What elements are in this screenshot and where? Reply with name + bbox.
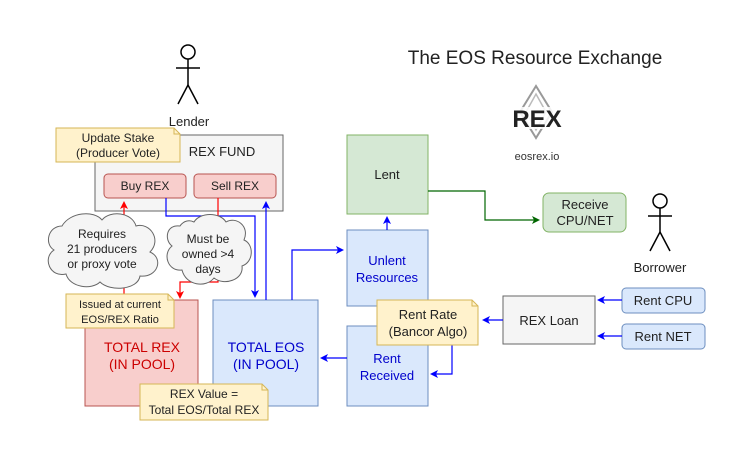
sell-rex-label: Sell REX bbox=[211, 179, 259, 193]
svg-text:days: days bbox=[195, 262, 220, 276]
lender-actor-icon bbox=[176, 44, 200, 105]
unlent-resources-box bbox=[346, 229, 429, 307]
borrower-actor-icon bbox=[648, 193, 672, 252]
unlent-label-1: Unlent bbox=[368, 253, 406, 268]
buy-rex-button[interactable] bbox=[103, 173, 187, 199]
issued-note: Issued at current EOS/REX Ratio bbox=[65, 293, 175, 329]
logo-caption: eosrex.io bbox=[515, 151, 560, 163]
lent-box bbox=[346, 134, 429, 215]
rex-logo: REX eosrex.io bbox=[507, 84, 567, 163]
svg-text:REX Value =: REX Value = bbox=[170, 387, 238, 401]
receive-label-2: CPU/NET bbox=[556, 213, 613, 228]
svg-text:Requires: Requires bbox=[78, 227, 126, 241]
svg-text:Update Stake: Update Stake bbox=[82, 131, 155, 145]
lent-label: Lent bbox=[374, 167, 400, 182]
arrow-eos-to-unlent bbox=[291, 246, 344, 300]
rent-received-label-1: Rent bbox=[373, 351, 401, 366]
svg-text:Rent Rate: Rent Rate bbox=[399, 307, 458, 322]
svg-text:21 producers: 21 producers bbox=[67, 242, 137, 256]
svg-text:Must be: Must be bbox=[187, 232, 230, 246]
rent-net-label: Rent NET bbox=[634, 329, 691, 344]
diagram-title: The EOS Resource Exchange bbox=[408, 48, 663, 69]
total-rex-label-2: (IN POOL) bbox=[109, 356, 175, 372]
svg-text:Total EOS/Total REX: Total EOS/Total REX bbox=[149, 403, 260, 417]
rent-received-label-2: Received bbox=[360, 368, 414, 383]
sell-rex-button[interactable] bbox=[193, 173, 277, 199]
svg-text:owned >4: owned >4 bbox=[182, 247, 235, 261]
rex-loan-label: REX Loan bbox=[519, 313, 578, 328]
requires-cloud: Requires 21 producers or proxy vote bbox=[47, 213, 159, 289]
rent-cpu-label: Rent CPU bbox=[634, 293, 693, 308]
arrow-rate-to-received bbox=[430, 345, 453, 378]
must-be-owned-cloud: Must be owned >4 days bbox=[166, 214, 252, 285]
lender-label: Lender bbox=[169, 114, 210, 129]
arrow-lent-to-receive bbox=[428, 190, 540, 224]
update-stake-note: Update Stake (Producer Vote) bbox=[55, 127, 181, 163]
rex-fund-label: REX FUND bbox=[189, 144, 255, 159]
borrower-label: Borrower bbox=[634, 260, 687, 275]
total-eos-label-2: (IN POOL) bbox=[233, 356, 299, 372]
rex-value-note: REX Value = Total EOS/Total REX bbox=[139, 383, 269, 421]
svg-text:(Bancor Algo): (Bancor Algo) bbox=[389, 324, 468, 339]
svg-text:or proxy vote: or proxy vote bbox=[67, 257, 137, 271]
svg-text:EOS/REX Ratio: EOS/REX Ratio bbox=[81, 314, 159, 326]
unlent-label-2: Resources bbox=[356, 270, 419, 285]
svg-text:(Producer Vote): (Producer Vote) bbox=[76, 146, 160, 160]
receive-label-1: Receive bbox=[562, 197, 609, 212]
svg-text:Issued at current: Issued at current bbox=[79, 299, 161, 311]
total-rex-label-1: TOTAL REX bbox=[104, 339, 181, 355]
rex-loan-box bbox=[502, 295, 596, 345]
buy-rex-label: Buy REX bbox=[121, 179, 170, 193]
svg-text:REX: REX bbox=[512, 106, 561, 133]
rent-rate-note: Rent Rate (Bancor Algo) bbox=[376, 299, 479, 346]
total-eos-label-1: TOTAL EOS bbox=[228, 339, 305, 355]
receive-cpu-net-box bbox=[542, 192, 627, 233]
